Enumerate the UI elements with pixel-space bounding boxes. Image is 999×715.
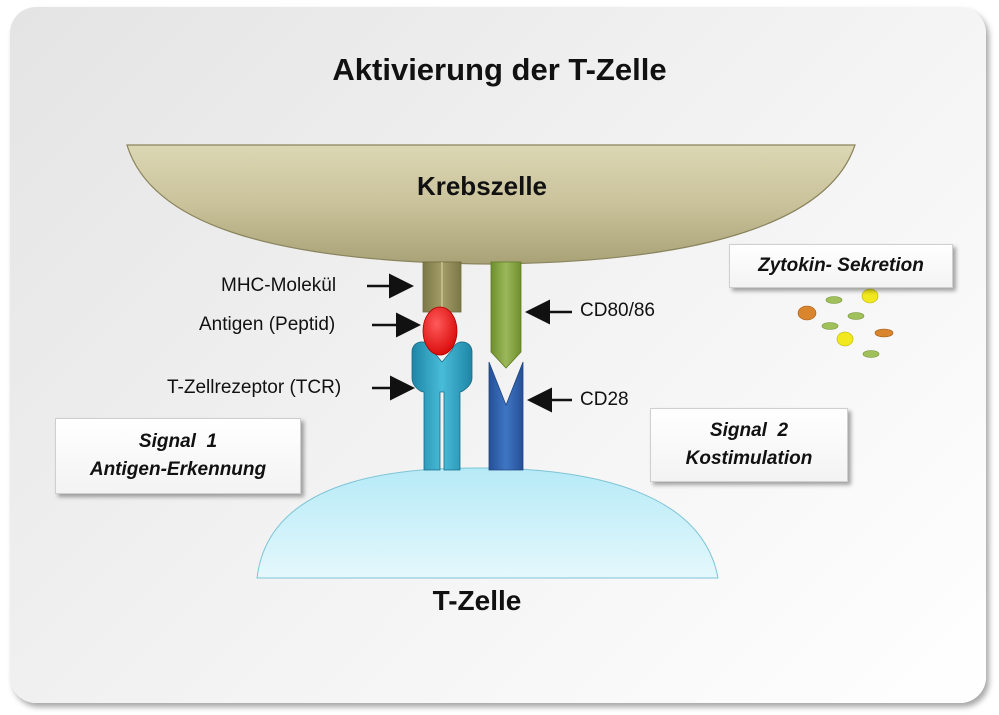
signal-1-subtitle: Antigen-Erkennung [89, 459, 267, 480]
cd80-86-label: CD80/86 [580, 300, 655, 321]
antigen-label: Antigen (Peptid) [199, 314, 336, 335]
mhc-label: MHC-Molekül [221, 275, 337, 296]
antigen-peptide [422, 306, 458, 356]
cytokine-particle [821, 322, 839, 330]
signal-1-title: Signal 1 [138, 431, 218, 452]
cd28-molecule [488, 361, 524, 471]
cytokine-particles [797, 288, 894, 358]
cytokine-particle [847, 312, 865, 320]
signal-1-box: Signal 1 Antigen-Erkennung [55, 418, 301, 494]
signal-2-box: Signal 2 Kostimulation [650, 408, 848, 482]
cytokine-particle [825, 296, 843, 304]
cancer-cell-shape [126, 144, 856, 265]
tcr-label: T-Zellrezeptor (TCR) [167, 377, 342, 398]
signal-2-subtitle: Kostimulation [685, 448, 813, 469]
t-cell-shape [256, 467, 719, 579]
cytokine-secretion-label: Zytokin- Sekretion [758, 255, 924, 276]
cytokine-particle [874, 328, 894, 338]
t-cell-label: T-Zelle [432, 585, 522, 616]
cytokine-particle [861, 288, 879, 304]
signal-2-title: Signal 2 [709, 420, 789, 441]
cd80-86-molecule [490, 261, 522, 369]
cytokine-particle [836, 331, 854, 347]
cytokine-particle [797, 305, 817, 321]
t-cell-receptor [411, 341, 473, 471]
cytokine-secretion-box: Zytokin- Sekretion [729, 244, 953, 288]
cd28-label: CD28 [580, 389, 629, 410]
page-title: Aktivierung der T-Zelle [332, 52, 667, 87]
cytokine-particle [862, 350, 880, 358]
cancer-cell-label: Krebszelle [416, 171, 548, 201]
